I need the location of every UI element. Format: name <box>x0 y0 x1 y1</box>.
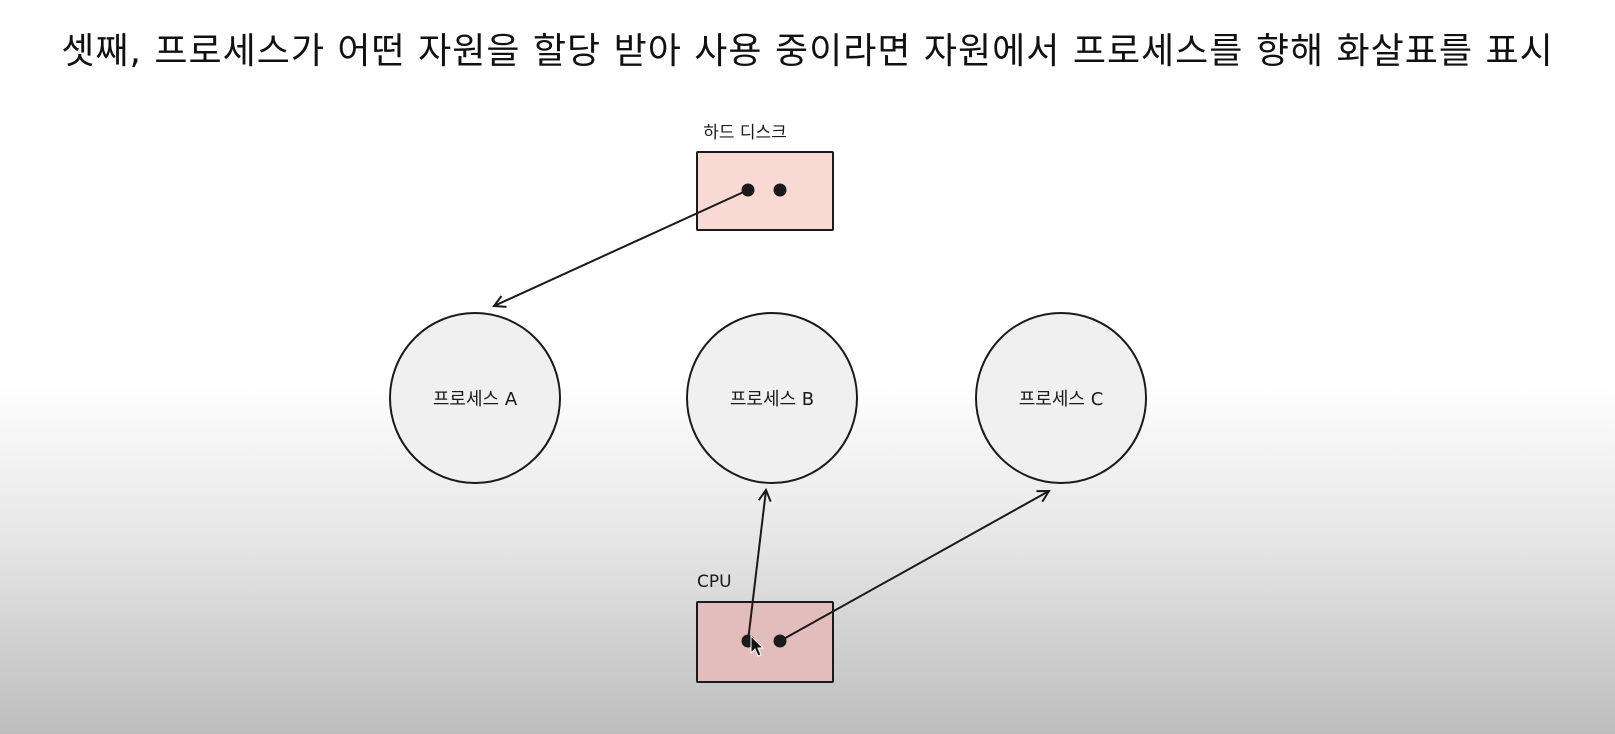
process-c-node: 프로세스 C <box>975 312 1147 484</box>
hard-disk-resource: 하드 디스크 <box>696 123 834 231</box>
mouse-cursor-icon <box>750 634 765 657</box>
slide-caption: 셋째, 프로세스가 어떤 자원을 할당 받아 사용 중이라면 자원에서 프로세스… <box>61 31 1554 72</box>
cpu-box <box>696 601 834 683</box>
process-b-label: 프로세스 B <box>730 389 814 410</box>
process-c-circle <box>975 312 1147 484</box>
hard-disk-instance-dot <box>773 183 787 197</box>
edge-cpu-to-process-b <box>747 490 766 642</box>
edge-cpu-to-process-c <box>779 491 1049 642</box>
hard-disk-label: 하드 디스크 <box>703 123 787 143</box>
process-b-circle <box>686 312 858 484</box>
hard-disk-box <box>696 151 834 231</box>
process-a-node: 프로세스 A <box>389 312 561 484</box>
cpu-label: CPU <box>697 572 732 592</box>
process-a-circle <box>389 312 561 484</box>
edge-disk-to-process-a <box>494 189 749 306</box>
process-c-label: 프로세스 C <box>1019 389 1104 410</box>
cpu-resource: CPU <box>696 572 834 683</box>
process-b-node: 프로세스 B <box>686 312 858 484</box>
process-a-label: 프로세스 A <box>433 389 518 410</box>
